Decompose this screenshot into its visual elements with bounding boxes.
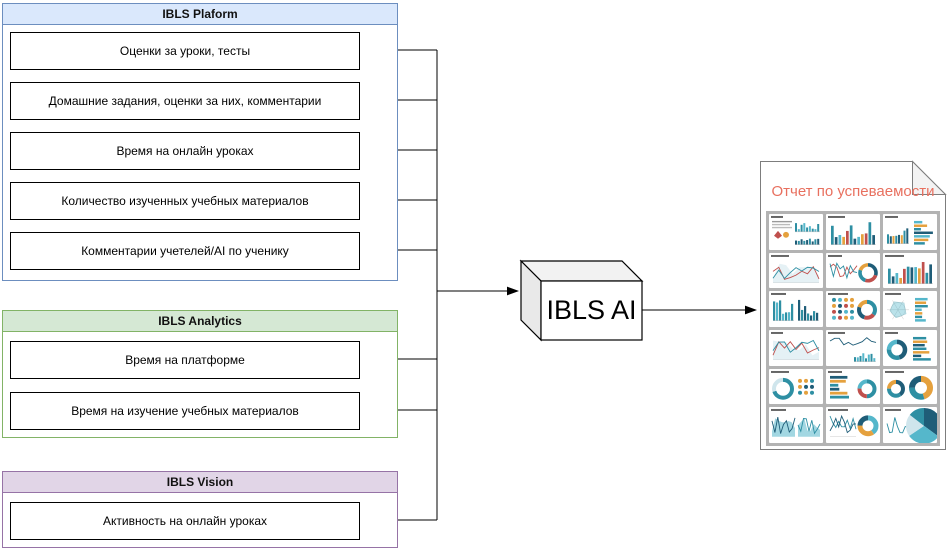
chart-thumbnail-bars: [826, 214, 880, 250]
chart-thumbnail-lines: [769, 330, 823, 366]
data-source-box: Оценки за уроки, тесты: [10, 32, 360, 70]
cube-front-face: [540, 280, 643, 341]
group-header-platform: IBLS Plaform: [3, 4, 397, 25]
box-label: Время на изучение учебных материалов: [71, 404, 299, 418]
chart-thumbnail-line-donut: [826, 407, 880, 443]
chart-thumbnail-areas: [769, 407, 823, 443]
report-document: Отчет по успеваемости: [760, 161, 946, 450]
data-source-box: Количество изученных учебных материалов: [10, 182, 360, 220]
group-ibls-vision: IBLS Vision Активность на онлайн уроках: [2, 471, 398, 548]
data-source-box: Комментарии учетелей/AI по ученику: [10, 232, 360, 270]
group-ibls-analytics: IBLS Analytics Время на платформе Время …: [2, 310, 398, 438]
arrow-to-ai: [437, 286, 519, 296]
arrowhead-icon: [507, 286, 519, 296]
chart-thumbnail-line-bars: [826, 330, 880, 366]
box-label: Домашние задания, оценки за них, коммент…: [48, 94, 322, 108]
chart-thumbnail-two-donuts: [883, 368, 937, 405]
box-label: Время на платформе: [125, 353, 245, 367]
cube-top-face: [519, 260, 644, 282]
report-dashboard-grid: [766, 211, 940, 446]
folded-corner-icon: [912, 160, 947, 195]
group-ibls-platform: IBLS Plaform Оценки за уроки, тесты Дома…: [2, 3, 398, 281]
ibls-ai-label: IBLS AI: [546, 295, 637, 325]
data-source-box: Активность на онлайн уроках: [10, 502, 360, 540]
chart-thumbnail-bars-pair: [769, 291, 823, 327]
chart-thumbnail-donut-icons: [769, 368, 823, 405]
group-header-analytics: IBLS Analytics: [3, 311, 397, 332]
report-title: Отчет по успеваемости: [771, 183, 935, 200]
box-label: Комментарии учетелей/AI по ученику: [81, 244, 289, 258]
chart-thumbnail-donut-hbars: [883, 330, 937, 366]
chart-thumbnail-line-pie: [883, 407, 937, 443]
chart-thumbnail-line-gauge: [826, 252, 880, 289]
box-label: Количество изученных учебных материалов: [61, 194, 309, 208]
box-label: Оценки за уроки, тесты: [119, 44, 251, 58]
box-label: Активность на онлайн уроках: [102, 514, 268, 528]
box-label: Время на онлайн уроках: [116, 144, 254, 158]
group-header-vision: IBLS Vision: [3, 472, 397, 493]
arrowhead-icon: [745, 305, 757, 315]
chart-thumbnail-bars: [883, 252, 937, 289]
ai-cube: [519, 259, 644, 342]
chart-thumbnail-hbars-donut: [826, 368, 880, 405]
data-source-box: Время на изучение учебных материалов: [10, 392, 360, 430]
chart-thumbnail-bars-hbars: [883, 214, 937, 250]
chart-thumbnail-lines: [769, 252, 823, 289]
chart-thumbnail-dots-donut: [826, 291, 880, 327]
chart-thumbnail-radar-hbars: [883, 291, 937, 327]
data-source-box: Время на платформе: [10, 341, 360, 379]
data-source-box: Время на онлайн уроках: [10, 132, 360, 170]
data-source-box: Домашние задания, оценки за них, коммент…: [10, 82, 360, 120]
arrow-to-report: [642, 305, 757, 315]
chart-thumbnail-overview: [769, 214, 823, 250]
